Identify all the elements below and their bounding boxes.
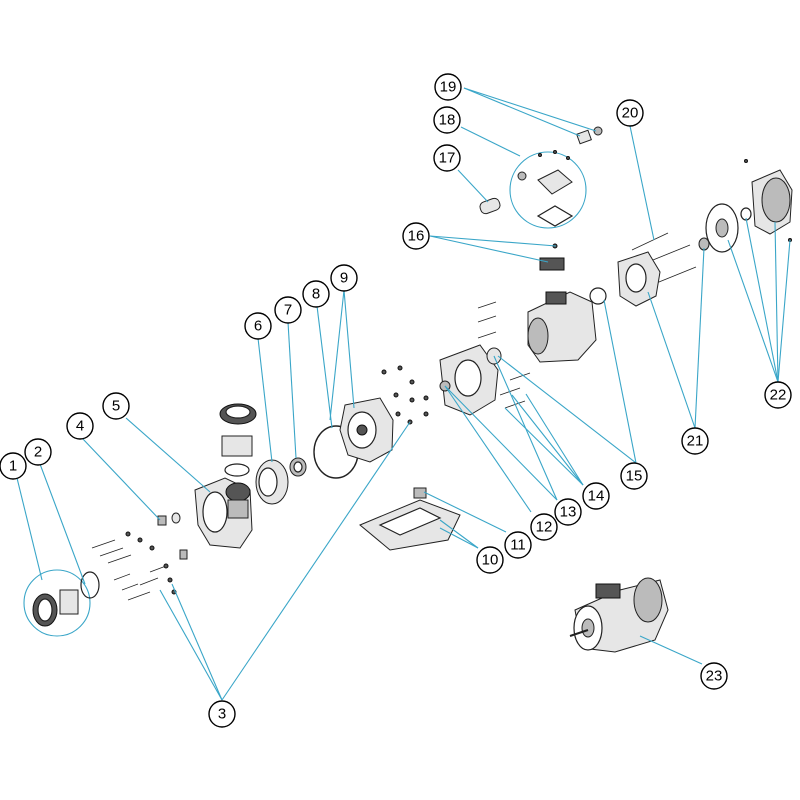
screw-dots — [381, 365, 429, 425]
callout-18: 18 — [433, 106, 461, 134]
svg-text:20: 20 — [622, 105, 639, 122]
callout-10: 10 — [476, 546, 504, 574]
seal-plate — [339, 397, 394, 463]
svg-text:21: 21 — [687, 433, 704, 450]
terminal-box — [509, 150, 587, 229]
svg-text:16: 16 — [408, 228, 425, 245]
callout-17: 17 — [433, 144, 461, 172]
callout-16: 16 — [402, 222, 430, 250]
svg-text:3: 3 — [218, 706, 226, 723]
terminal-block — [539, 243, 565, 271]
svg-text:1: 1 — [9, 458, 17, 475]
bolt-set — [91, 512, 188, 601]
cable-gland — [576, 126, 603, 145]
svg-text:4: 4 — [76, 418, 84, 435]
motor-stator — [527, 287, 607, 363]
svg-text:2: 2 — [34, 444, 42, 461]
callout-15: 15 — [620, 462, 648, 490]
svg-text:15: 15 — [626, 468, 643, 485]
svg-text:5: 5 — [112, 398, 120, 415]
impeller — [289, 457, 307, 477]
svg-text:13: 13 — [560, 504, 577, 521]
callout-1: 1 — [0, 452, 27, 480]
svg-text:7: 7 — [284, 302, 292, 319]
svg-text:22: 22 — [770, 387, 787, 404]
svg-text:14: 14 — [588, 488, 605, 505]
svg-text:6: 6 — [254, 318, 262, 335]
lid-parts — [219, 403, 257, 477]
svg-text:19: 19 — [440, 79, 457, 96]
callout-19: 19 — [434, 73, 462, 101]
callout-6: 6 — [244, 312, 272, 340]
callout-14: 14 — [582, 482, 610, 510]
union-assembly — [23, 569, 100, 637]
callout-12: 12 — [530, 513, 558, 541]
svg-text:10: 10 — [482, 552, 499, 569]
callout-11: 11 — [504, 531, 532, 559]
callout-8: 8 — [302, 280, 330, 308]
callout-5: 5 — [102, 392, 130, 420]
callout-22: 22 — [764, 381, 792, 409]
diffuser — [255, 459, 289, 505]
motor-flange — [439, 301, 531, 416]
svg-text:12: 12 — [536, 519, 553, 536]
svg-text:23: 23 — [706, 668, 723, 685]
fan-and-cover — [705, 159, 793, 253]
callout-20: 20 — [616, 99, 644, 127]
pump-body — [194, 477, 253, 549]
callout-21: 21 — [681, 427, 709, 455]
svg-text:18: 18 — [439, 112, 456, 129]
svg-text:17: 17 — [439, 150, 456, 167]
callout-4: 4 — [66, 412, 94, 440]
callout-9: 9 — [330, 264, 358, 292]
svg-text:8: 8 — [312, 286, 320, 303]
callout-7: 7 — [274, 296, 302, 324]
svg-text:9: 9 — [340, 270, 348, 287]
complete-motor — [569, 577, 669, 653]
callout-2: 2 — [24, 438, 52, 466]
svg-text:11: 11 — [510, 537, 526, 554]
callouts: 1 2 3 4 5 6 7 8 9 10 11 12 13 14 15 16 1… — [0, 73, 792, 728]
leader-lines — [16, 87, 791, 701]
rear-shield — [617, 232, 710, 307]
callout-13: 13 — [554, 498, 582, 526]
callout-23: 23 — [700, 662, 728, 690]
base-plate — [359, 487, 461, 551]
capacitor — [479, 197, 501, 215]
callout-3: 3 — [208, 700, 236, 728]
